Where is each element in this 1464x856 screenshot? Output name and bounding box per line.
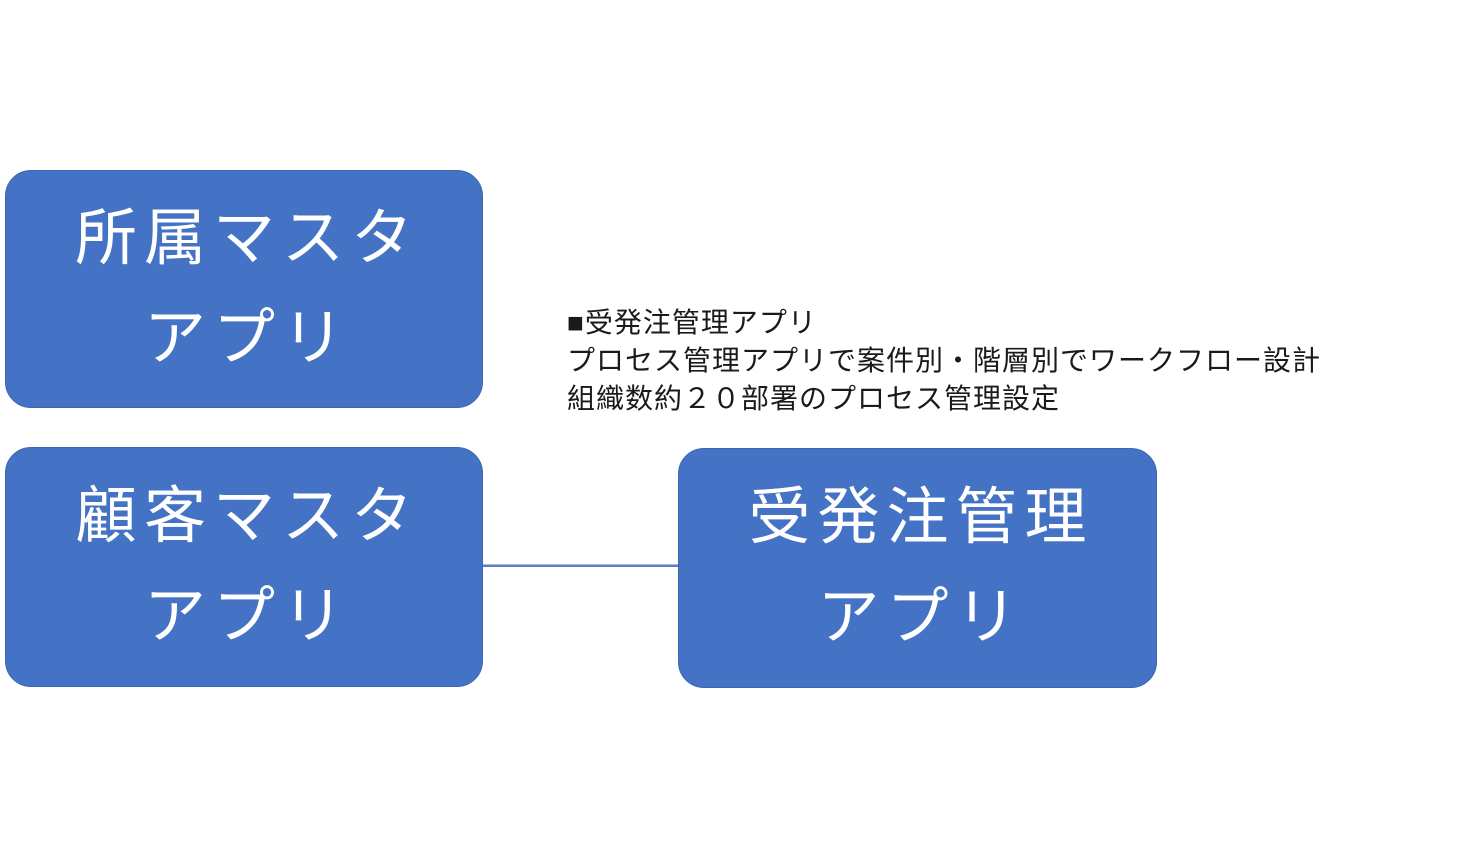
annotation-detail-2: 組織数約２０部署のプロセス管理設定 <box>567 383 1061 414</box>
annotation-text-block: ■受発注管理アプリ プロセス管理アプリで案件別・階層別でワークフロー設計 組織数… <box>567 304 1447 418</box>
node-affiliation-label-line2: アプリ <box>143 304 351 373</box>
annotation-heading: ■受発注管理アプリ <box>567 307 817 338</box>
node-affiliation-master-app: 所属マスタ アプリ <box>5 170 483 408</box>
annotation-detail-1: プロセス管理アプリで案件別・階層別でワークフロー設計 <box>567 345 1322 376</box>
node-order-management-app: 受発注管理 アプリ <box>678 448 1157 688</box>
connector-line-customer-to-order <box>483 564 678 567</box>
node-customer-master-app: 顧客マスタ アプリ <box>5 447 483 687</box>
node-order-label-line2: アプリ <box>817 583 1025 652</box>
node-customer-label-line1: 顧客マスタ <box>74 482 420 551</box>
node-order-label-line1: 受発注管理 <box>748 483 1094 552</box>
node-affiliation-label-line1: 所属マスタ <box>74 204 420 273</box>
node-customer-label-line2: アプリ <box>143 582 351 651</box>
